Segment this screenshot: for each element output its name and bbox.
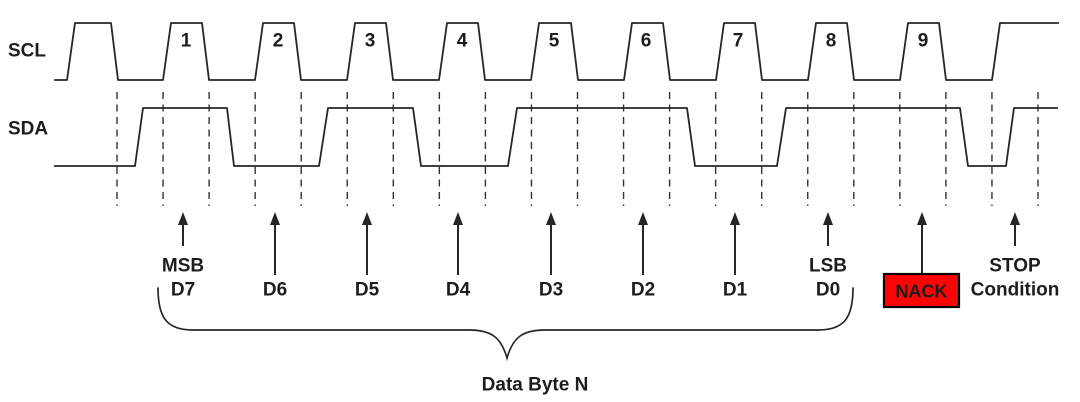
label-d0-top: LSB bbox=[809, 256, 847, 277]
sda-signal-label: SDA bbox=[8, 119, 48, 140]
sample-arrow-group-d5: D5 bbox=[355, 212, 380, 301]
nack-box bbox=[882, 272, 961, 309]
clock-number-8: 8 bbox=[826, 31, 837, 52]
sample-arrow-group-d3: D3 bbox=[539, 212, 563, 301]
label-stop: Condition bbox=[971, 280, 1060, 301]
data-byte-brace bbox=[157, 287, 854, 362]
arrowhead-up-icon bbox=[270, 212, 280, 225]
arrowhead-up-icon bbox=[1010, 212, 1020, 225]
clock-number-5: 5 bbox=[549, 31, 560, 52]
sample-arrow-group-d6: D6 bbox=[263, 212, 287, 301]
label-d1: D1 bbox=[723, 280, 748, 301]
sample-arrow-group-stop: STOP Condition bbox=[971, 212, 1060, 301]
arrowhead-up-icon bbox=[362, 212, 372, 225]
arrowhead-up-icon bbox=[823, 212, 833, 225]
sample-arrow-group-d2: D2 bbox=[631, 212, 655, 301]
label-d4: D4 bbox=[446, 280, 471, 301]
arrowhead-up-icon bbox=[638, 212, 648, 225]
arrowhead-up-icon bbox=[917, 212, 927, 225]
arrowhead-up-icon bbox=[178, 212, 188, 225]
data-byte-caption: Data Byte N bbox=[482, 375, 589, 396]
label-d3: D3 bbox=[539, 280, 563, 301]
sample-arrow-group-d4: D4 bbox=[446, 212, 471, 301]
sample-arrow-group-d1: D1 bbox=[723, 212, 748, 301]
clock-number-6: 6 bbox=[641, 31, 652, 52]
sample-arrow-group-d0: LSB D0 bbox=[809, 212, 847, 301]
scl-waveform bbox=[54, 22, 1059, 81]
clock-number-7: 7 bbox=[733, 31, 744, 52]
clock-number-2: 2 bbox=[273, 31, 284, 52]
label-d6: D6 bbox=[263, 280, 287, 301]
sample-arrow-group-d7: MSB D7 bbox=[162, 212, 204, 301]
arrowhead-up-icon bbox=[453, 212, 463, 225]
label-d7: D7 bbox=[171, 280, 195, 301]
label-d7-top: MSB bbox=[162, 256, 204, 277]
nack-label: NACK bbox=[896, 282, 948, 302]
label-stop-top: STOP bbox=[989, 256, 1041, 277]
arrowhead-up-icon bbox=[730, 212, 740, 225]
clock-number-1: 1 bbox=[181, 31, 192, 52]
clock-number-3: 3 bbox=[365, 31, 376, 52]
sample-arrow-group-nack bbox=[917, 212, 927, 273]
sda-waveform bbox=[54, 107, 1058, 167]
clock-number-9: 9 bbox=[918, 31, 929, 52]
scl-signal-label: SCL bbox=[8, 41, 46, 62]
label-d2: D2 bbox=[631, 280, 655, 301]
arrowhead-up-icon bbox=[546, 212, 556, 225]
label-d0: D0 bbox=[816, 280, 840, 301]
clock-number-4: 4 bbox=[457, 31, 468, 52]
label-d5: D5 bbox=[355, 280, 380, 301]
